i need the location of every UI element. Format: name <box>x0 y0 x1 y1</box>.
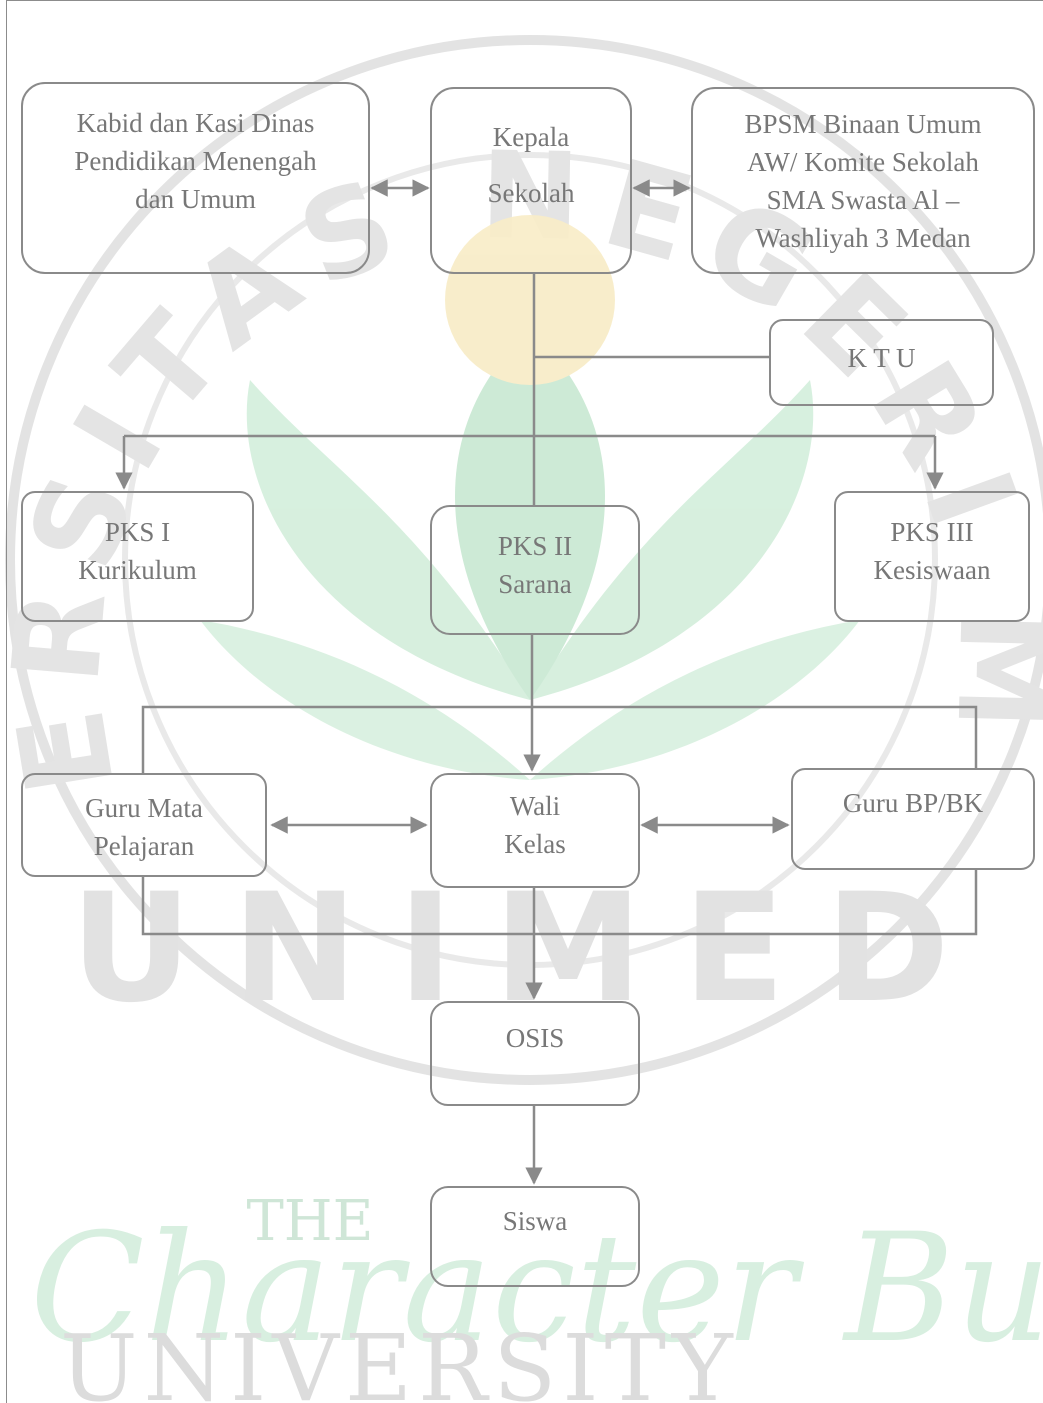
node-osis-line-1: OSIS <box>505 1023 565 1053</box>
node-guru-mapel-line-1: Guru Mata <box>85 793 203 823</box>
node-bpsm: BPSM Binaan Umum AW/ Komite Sekolah SMA … <box>691 87 1035 274</box>
node-kabid-line-3: dan Umum <box>135 184 256 214</box>
node-pks3-line-2: Kesiswaan <box>873 555 991 585</box>
page-top-border <box>6 0 1043 1</box>
node-kepala-sekolah: Kepala Sekolah <box>430 87 632 274</box>
node-wali-kelas: Wali Kelas <box>430 773 640 888</box>
node-kabid-line-2: Pendidikan Menengah <box>74 146 317 176</box>
node-pks2-line-2: Sarana <box>498 569 572 599</box>
connector-bottom-loop <box>141 870 978 936</box>
node-pks3: PKS III Kesiswaan <box>834 491 1030 622</box>
connector-top-loop <box>141 705 978 773</box>
node-kepala-line-1: Kepala <box>492 122 570 152</box>
node-wali-line-1: Wali <box>509 791 561 821</box>
node-guru-mapel-line-2: Pelajaran <box>93 831 195 861</box>
node-bpsm-line-4: Washliyah 3 Medan <box>755 223 971 253</box>
node-bpsm-line-2: AW/ Komite Sekolah <box>747 147 979 177</box>
node-guru-bk-line-1: Guru BP/BK <box>842 788 984 818</box>
page-left-border <box>6 0 7 1403</box>
node-kepala-line-2: Sekolah <box>487 178 575 208</box>
node-ktu: K T U <box>769 319 994 406</box>
node-guru-mapel: Guru Mata Pelajaran <box>21 773 267 877</box>
node-pks1-line-1: PKS I <box>104 517 171 547</box>
node-ktu-line-1: K T U <box>847 343 916 373</box>
node-pks2-line-1: PKS II <box>497 531 573 561</box>
node-siswa: Siswa <box>430 1186 640 1287</box>
node-bpsm-line-1: BPSM Binaan Umum <box>744 109 982 139</box>
node-pks3-line-1: PKS III <box>890 517 974 547</box>
node-bpsm-line-3: SMA Swasta Al – <box>766 185 960 215</box>
node-guru-bk: Guru BP/BK <box>791 768 1035 870</box>
node-kabid: Kabid dan Kasi Dinas Pendidikan Menengah… <box>21 82 370 274</box>
node-pks2: PKS II Sarana <box>430 505 640 635</box>
node-wali-line-2: Kelas <box>504 829 566 859</box>
node-pks1: PKS I Kurikulum <box>21 491 254 622</box>
node-osis: OSIS <box>430 1001 640 1106</box>
node-kabid-line-1: Kabid dan Kasi Dinas <box>76 108 315 138</box>
node-pks1-line-2: Kurikulum <box>78 555 197 585</box>
node-siswa-line-1: Siswa <box>502 1206 568 1236</box>
